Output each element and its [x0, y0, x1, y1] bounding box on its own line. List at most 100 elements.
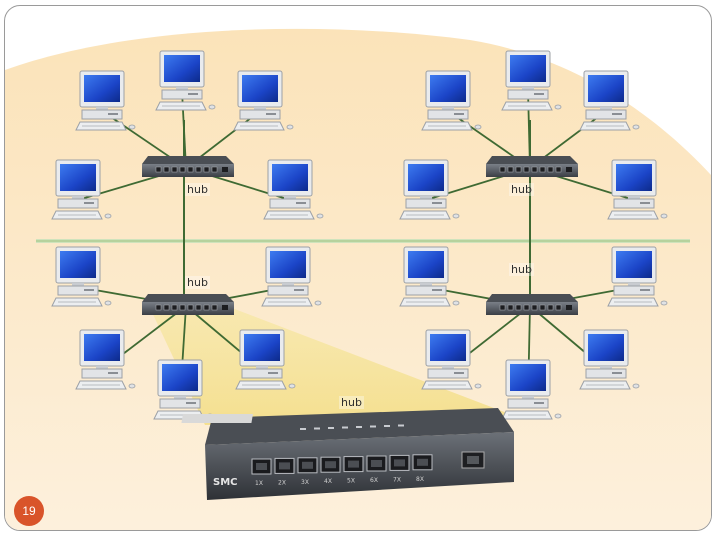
system-unit	[613, 285, 655, 296]
computer	[75, 70, 136, 131]
drive-slot	[454, 113, 464, 115]
computer	[579, 70, 640, 131]
mouse	[128, 383, 136, 389]
system-unit	[427, 368, 469, 379]
status-light	[314, 427, 320, 430]
hub-port	[555, 304, 562, 311]
drive-slot	[84, 202, 94, 204]
system-unit	[81, 109, 123, 120]
monitor-screen	[84, 75, 120, 102]
monitor-screen	[84, 334, 120, 361]
monitor-neck	[256, 366, 268, 369]
hub-port	[499, 166, 506, 173]
enlarged-hub-port-inner	[417, 458, 428, 466]
monitor-neck	[442, 107, 454, 110]
mouse	[288, 383, 296, 389]
monitor-screen	[616, 251, 652, 278]
enlarged-hub-port-inner	[279, 462, 290, 470]
system-unit	[585, 109, 627, 120]
system-unit	[405, 285, 447, 296]
system-unit	[161, 89, 203, 100]
system-unit	[159, 398, 201, 409]
drive-slot	[432, 202, 442, 204]
monitor-neck	[72, 196, 84, 199]
monitor-screen	[510, 364, 546, 391]
monitor-neck	[420, 283, 432, 286]
monitor-screen	[270, 251, 306, 278]
enlarged-hub-brand: SMC	[213, 477, 238, 488]
drive-slot	[188, 93, 198, 95]
system-unit	[507, 89, 549, 100]
hub-port	[195, 304, 202, 311]
mouse	[660, 300, 668, 306]
hub	[142, 156, 234, 177]
hub-port	[203, 304, 210, 311]
computer	[261, 246, 322, 307]
status-light	[398, 424, 404, 427]
monitor-neck	[284, 196, 296, 199]
monitor-screen	[510, 55, 546, 82]
hub-port	[515, 304, 522, 311]
computer	[579, 329, 640, 390]
hub-uplink	[222, 305, 228, 310]
monitor-neck	[522, 87, 534, 90]
uplink-port-inner	[467, 456, 479, 464]
drive-slot	[186, 402, 196, 404]
enlarged-hub-port-inner	[256, 463, 267, 470]
drive-slot	[640, 289, 650, 291]
hub-port	[499, 304, 506, 311]
mouse	[474, 383, 482, 389]
hub-uplink	[566, 305, 572, 310]
monitor-screen	[164, 55, 200, 82]
computer	[51, 246, 112, 307]
computer	[399, 159, 460, 220]
monitor-neck	[96, 366, 108, 369]
monitor-screen	[408, 164, 444, 191]
hub-port	[195, 166, 202, 173]
computer	[153, 359, 214, 420]
computer	[235, 329, 296, 390]
hub-top	[486, 156, 578, 164]
hub-port	[531, 304, 538, 311]
mouse	[128, 124, 136, 130]
monitor-screen	[588, 334, 624, 361]
hub-label-enlarged: hub	[339, 396, 364, 409]
monitor-neck	[600, 107, 612, 110]
enlarged-hub-port-label: 3X	[301, 479, 309, 486]
monitor-screen	[60, 164, 96, 191]
hub-label-top-right: hub	[509, 183, 534, 196]
monitor-neck	[442, 366, 454, 369]
hub-port	[539, 304, 546, 311]
hub-top	[142, 156, 234, 164]
drive-slot	[84, 289, 94, 291]
drive-slot	[268, 372, 278, 374]
enlarged-hub-port-label: 1X	[255, 480, 263, 487]
computer	[421, 70, 482, 131]
hub	[142, 294, 234, 315]
monitor-neck	[254, 107, 266, 110]
drive-slot	[294, 289, 304, 291]
hub-uplink	[566, 167, 572, 172]
monitor-screen	[408, 251, 444, 278]
computers	[51, 50, 668, 420]
mouse	[554, 104, 562, 110]
mouse	[660, 213, 668, 219]
status-light	[342, 426, 348, 429]
monitor-neck	[282, 283, 294, 286]
hub-port	[187, 304, 194, 311]
hub-port	[539, 166, 546, 173]
mouse	[314, 300, 322, 306]
computer	[233, 70, 294, 131]
mouse	[286, 124, 294, 130]
hub-uplink	[222, 167, 228, 172]
drive-slot	[612, 113, 622, 115]
hub-port	[187, 166, 194, 173]
enlarged-hub-port-inner	[394, 459, 405, 467]
monitor-neck	[176, 87, 188, 90]
hub	[486, 156, 578, 177]
drive-slot	[108, 113, 118, 115]
computer	[607, 246, 668, 307]
hub-port	[523, 166, 530, 173]
mouse	[632, 383, 640, 389]
